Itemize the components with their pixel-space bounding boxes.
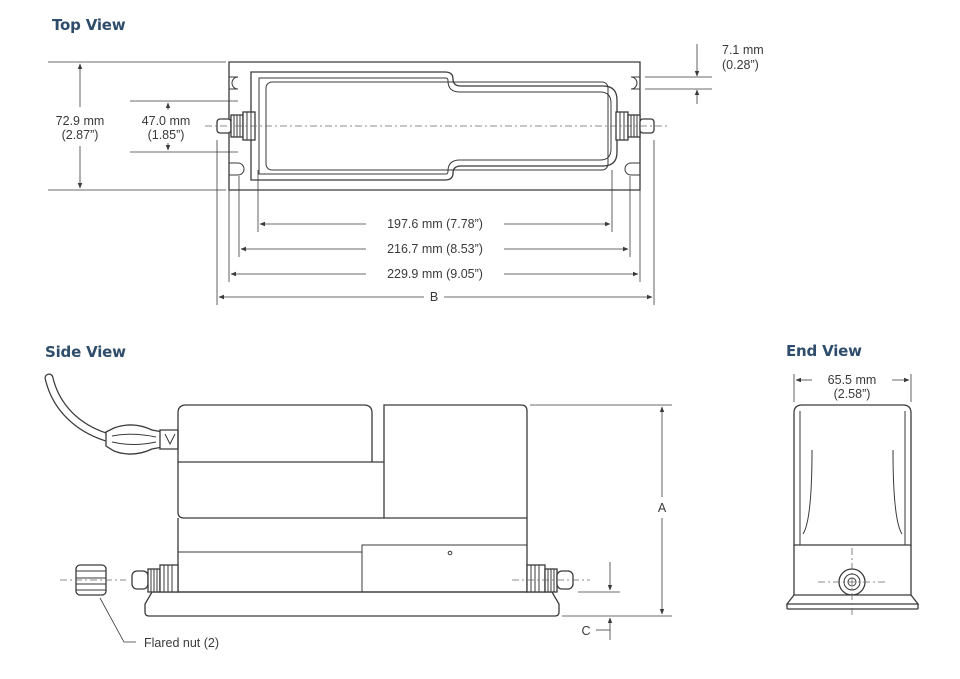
dim-7-1-mm: 7.1 mm: [722, 43, 764, 57]
dim-72-9-mm: 72.9 mm: [56, 114, 105, 128]
side-sensor-box: [361, 544, 528, 593]
end-base: [785, 594, 920, 605]
flared-nut-leader: [99, 597, 136, 643]
end-view-heading: End View: [786, 342, 862, 360]
dim-72-9-in: (2.87”): [62, 128, 99, 142]
dim-a: A: [658, 501, 667, 515]
top-housing-inner: [258, 77, 612, 175]
end-view-drawing: [785, 374, 920, 616]
side-strain-relief: [105, 424, 169, 455]
dim-229-9: 229.9 mm (9.05”): [387, 267, 483, 281]
side-lower-housing: [177, 518, 528, 593]
dim-65-5-mm: 65.5 mm: [828, 373, 877, 387]
dim-47-0-mm: 47.0 mm: [142, 114, 191, 128]
dim-7-1-in: (0.28”): [722, 58, 759, 72]
dim-b: B: [430, 290, 438, 304]
top-slot-br: [624, 162, 640, 176]
top-slot-tl: [229, 76, 239, 90]
dim-47-0-in: (1.85”): [148, 128, 185, 142]
side-view-drawing: [44, 373, 672, 643]
dim-65-5-in: (2.58”): [834, 387, 871, 401]
top-view-drawing: [48, 44, 712, 305]
side-upper-housing: [177, 404, 373, 463]
top-view-heading: Top View: [52, 16, 126, 34]
dim-216-7: 216.7 mm (8.53”): [387, 242, 483, 256]
dim-c: C: [581, 624, 590, 638]
top-housing-outline: [250, 71, 618, 181]
side-base-plate: [144, 591, 560, 617]
top-slot-bl: [229, 162, 245, 176]
end-housing: [793, 404, 912, 546]
side-fitting-right: [526, 564, 574, 593]
side-view-heading: Side View: [45, 343, 126, 361]
side-cable: [44, 373, 111, 442]
dim-197-6: 197.6 mm (7.78”): [387, 217, 483, 231]
flared-nut-label: Flared nut (2): [144, 636, 219, 650]
top-slot-tr: [630, 76, 640, 90]
side-fitting-left: [131, 564, 179, 593]
